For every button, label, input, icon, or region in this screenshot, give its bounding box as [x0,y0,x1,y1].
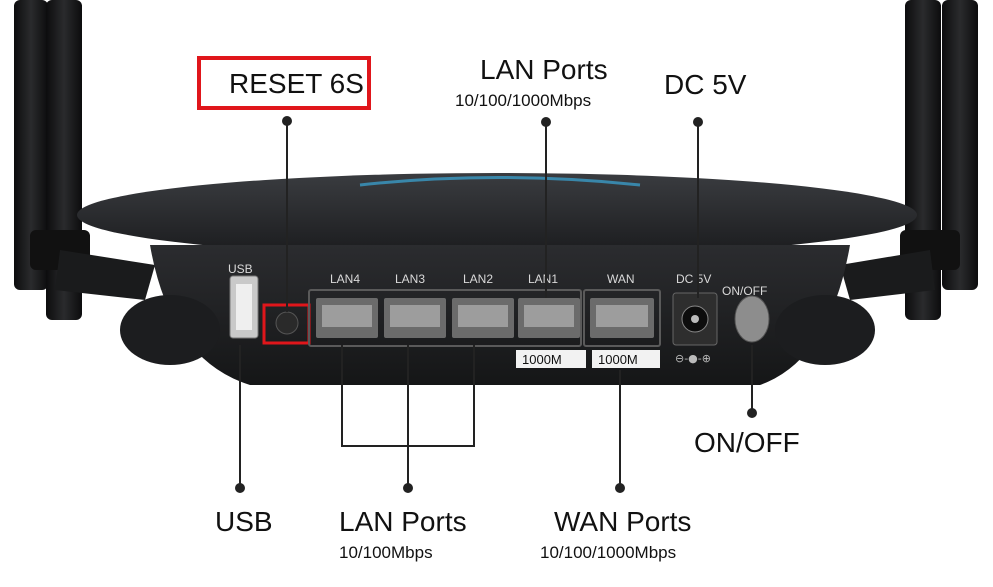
lan-fast-callout-speed: 10/100Mbps [339,543,433,562]
reset-callout-box [197,56,371,110]
lan-gigabit-callout-speed: 10/100/1000Mbps [455,91,592,110]
panel-lan2-label: LAN2 [463,272,493,286]
reset-callout-label: RESET 6S [229,68,364,99]
panel-lan1-label: LAN1 [528,272,558,286]
leader-lines [239,121,753,488]
lan1-speed-label: 1000M [522,352,562,367]
reset-button [275,311,299,335]
wan-callout-speed: 10/100/1000Mbps [540,543,677,562]
panel-usb-label: USB [228,262,253,276]
wan-speed-label: 1000M [598,352,638,367]
panel-wan-label: WAN [607,272,635,286]
router-top-cap [77,173,917,257]
right-antennas [840,0,978,320]
power-switch [734,295,770,343]
svg-text:⊖-●-⊕: ⊖-●-⊕ [675,352,711,365]
left-antennas [14,0,155,320]
leader-dots [235,116,757,493]
onoff-callout-label: ON/OFF [694,427,800,458]
wan-callout-title: WAN Ports [554,506,692,537]
panel-dc-label: DC 5V [676,272,711,286]
panel-lan3-label: LAN3 [395,272,425,286]
lan-fast-callout-title: LAN Ports [339,506,467,537]
lan-gigabit-callout-title: LAN Ports [480,54,608,85]
ethernet-ports [316,298,654,338]
panel-onoff-label: ON/OFF [722,284,767,298]
dc-callout-label: DC 5V [664,69,747,100]
usb-callout-label: USB [215,506,273,537]
panel-lan4-label: LAN4 [330,272,360,286]
